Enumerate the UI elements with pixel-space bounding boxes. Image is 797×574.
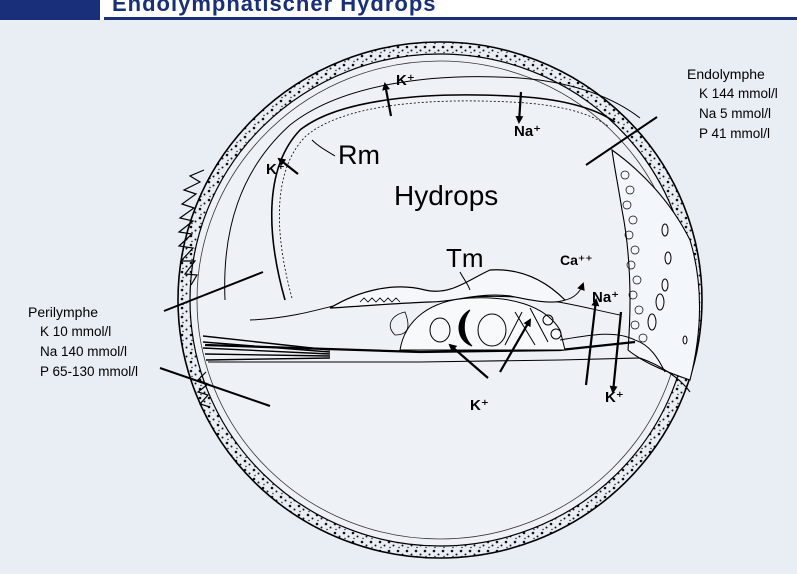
k-label-bottom: K⁺ (470, 397, 489, 414)
k-label-right: K⁺ (605, 389, 624, 406)
endolymphe-na: Na 5 mmol/l (687, 104, 778, 124)
k-label-top: K⁺ (396, 72, 415, 89)
na-label-top: Na⁺ (514, 123, 541, 140)
perilymphe-info: Perilymphe K 10 mmol/l Na 140 mmol/l P 6… (28, 302, 138, 382)
na-label-right: Na⁺ (592, 289, 619, 306)
endolymphe-k: K 144 mmol/l (687, 84, 778, 104)
rm-label: Rm (338, 140, 380, 170)
perilymphe-k: K 10 mmol/l (28, 322, 138, 342)
perilymphe-na: Na 140 mmol/l (28, 342, 138, 362)
perilymphe-title: Perilymphe (28, 302, 138, 322)
k-label-left: K⁺ (266, 161, 285, 178)
hydrops-label: Hydrops (394, 180, 498, 211)
tm-label: Tm (446, 243, 484, 273)
endolymphe-p: P 41 mmol/l (687, 124, 778, 144)
ca-label: Ca⁺⁺ (560, 252, 593, 268)
endolymphe-info: Endolymphe K 144 mmol/l Na 5 mmol/l P 41… (687, 64, 778, 144)
endolymphe-title: Endolymphe (687, 64, 778, 84)
perilymphe-p: P 65-130 mmol/l (28, 362, 138, 382)
